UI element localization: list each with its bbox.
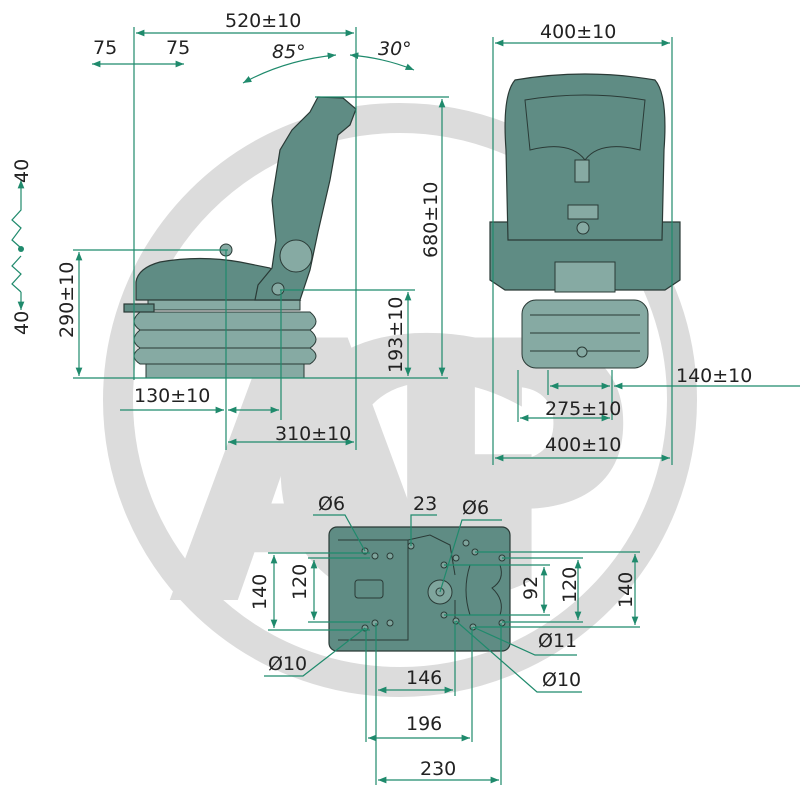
label-hole-left-top: Ø6 [318,493,345,515]
dim-forward-angle: 85° [272,41,306,63]
side-view-seat [123,96,357,379]
label-hole-right-small: Ø11 [538,630,577,652]
dim-overall-depth: 520±10 [225,10,301,32]
dim-slide-fore: 75 [93,37,117,59]
dim-right-92: 92 [520,576,542,600]
base-plate [328,526,511,652]
front-view-dimensions: 400±10 140±10 275±10 400±10 [492,21,800,465]
dim-pivot-offset: 310±10 [275,423,351,445]
dim-right-inner: 120 [559,567,581,603]
suspension-travel-symbol: 40 40 [11,159,33,335]
dim-suspension-up: 40 [11,159,33,183]
front-view-seat [489,73,681,369]
dim-seat-ref-offset: 130±10 [134,385,210,407]
dim-backrest-width: 400±10 [540,21,616,43]
dim-overall-height: 680±10 [420,182,442,258]
recline-knob [279,239,313,273]
slide-lever [123,303,155,313]
label-offset-top: 23 [413,493,437,515]
side-view-dimensions: 520±10 75 75 85° 30° 680±10 193±10 290±1… [56,10,449,450]
dim-slide-aft: 75 [166,37,190,59]
base-plate-dimensions: 140 120 92 120 140 146 196 230 Ø6 23 Ø6 … [249,493,640,785]
label-hole-right-bottom: Ø10 [542,669,581,691]
dim-left-inner: 120 [289,564,311,600]
watermark-ring [103,103,697,697]
label-hole-center: Ø6 [462,497,489,519]
dim-pivot-height: 193±10 [385,297,407,373]
label-hole-left-bottom: Ø10 [268,653,307,675]
dim-spacing-230: 230 [420,758,456,780]
dim-base-width: 275±10 [545,398,621,420]
dim-overall-width: 400±10 [545,434,621,456]
dim-spacing-196: 196 [406,713,442,735]
dim-suspension-down: 40 [11,311,33,335]
dim-left-outer: 140 [249,574,271,610]
dim-right-outer: 140 [615,572,637,608]
dim-spacing-146: 146 [406,667,442,689]
dim-right-offset: 140±10 [676,365,752,387]
dim-seat-reference-height: 290±10 [56,262,78,338]
dim-recline-angle: 30° [378,38,412,60]
